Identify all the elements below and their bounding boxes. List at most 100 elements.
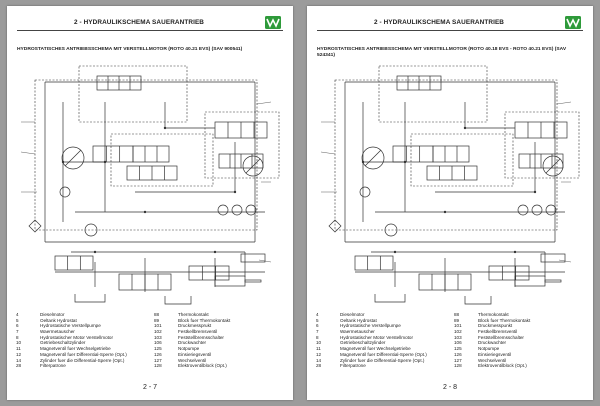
legend-text: Dieselmotor xyxy=(340,312,365,317)
piston-rod xyxy=(544,279,562,283)
junction-dot xyxy=(403,160,407,164)
legend-text: Wechselventil xyxy=(178,357,207,363)
pump-arrow xyxy=(245,158,261,174)
hydraulic-schematic xyxy=(20,65,280,305)
pump-symbol xyxy=(61,146,85,170)
junction-dot xyxy=(143,210,147,214)
gauge-symbol xyxy=(245,204,257,216)
legend-item: 14 Zylinder fuer die Differential-Sperre … xyxy=(316,358,427,364)
gauge-symbol xyxy=(231,204,243,216)
legend-number: 103 xyxy=(154,334,162,340)
callout-leader xyxy=(256,101,272,105)
legend-number: 6 xyxy=(16,323,19,329)
page-header-title: 2 - HYDRAULIKSCHEMA SAUERANTRIEB xyxy=(73,19,205,26)
legend-number: 4 xyxy=(16,312,19,317)
legend-text: Filterpatrone xyxy=(340,363,366,369)
legend-item: 11 Magnetventil fuer Wechselgetriebe xyxy=(316,346,427,352)
legend-text: Filterpatrone xyxy=(40,363,66,369)
legend-number: 106 xyxy=(154,340,162,346)
page-header: 2 - HYDRAULIKSCHEMA SAUERANTRIEB xyxy=(17,16,283,32)
legend-number: 6 xyxy=(316,323,319,329)
legend-number: 10 xyxy=(316,340,322,346)
dashed-enclosure xyxy=(378,65,488,123)
legend-number: 101 xyxy=(454,323,462,329)
valve-block xyxy=(432,145,470,163)
tank-symbol xyxy=(464,296,492,305)
pump-symbol xyxy=(359,186,371,198)
pump-symbol xyxy=(59,186,71,198)
pump-arrow xyxy=(64,149,82,167)
valve-block xyxy=(188,265,230,281)
legend-number: 5 xyxy=(16,317,19,323)
legend-text: Getriebeschaltzylinder xyxy=(40,340,86,346)
dashed-enclosure xyxy=(78,65,188,123)
legend-text: Hydrostatischer Motor Verstellmotor xyxy=(340,334,414,340)
junction-dot xyxy=(463,126,467,130)
legend-text: Magnetventil fuer Differential-Sperre (O… xyxy=(340,351,427,357)
manual-page-right: 2 - HYDRAULIKSCHEMA SAUERANTRIEB HYDROST… xyxy=(307,6,593,400)
legend-text: Feststellbremsschalter xyxy=(178,334,224,340)
junction-dot xyxy=(533,190,537,194)
callout-leader xyxy=(558,259,572,263)
legend-text: Magnetventil fuer Wechselgetriebe xyxy=(340,346,411,352)
legend-text: Druckwachter xyxy=(478,340,507,346)
legend-text: Waermetauscher xyxy=(340,329,375,335)
junction-dot xyxy=(163,126,167,130)
junction-dot xyxy=(361,160,365,164)
legend-item: 106 Druckwachter xyxy=(154,340,230,346)
callout-leader xyxy=(20,151,36,155)
valve-block xyxy=(354,255,394,271)
callout-leader xyxy=(556,101,572,105)
legend-text: Druckmesspunkt xyxy=(478,323,513,329)
junction-dot xyxy=(393,250,397,254)
legend-text: Festkellbremsventil xyxy=(478,329,518,335)
callout-leader xyxy=(258,259,272,263)
tank-symbol xyxy=(74,294,106,303)
legend-number: 126 xyxy=(454,351,462,357)
legend-number: 12 xyxy=(16,351,22,357)
legend-number: 89 xyxy=(454,317,460,323)
legend-text: Zylinder fuer die Differential-Sperre (O… xyxy=(340,357,425,363)
legend-text: Hydrostatischer Motor Verstellmotor xyxy=(40,334,114,340)
page-header-title: 2 - HYDRAULIKSCHEMA SAUERANTRIEB xyxy=(373,19,505,26)
legend-number: 128 xyxy=(454,363,462,369)
junction-dot xyxy=(61,160,65,164)
manual-page-left: 2 - HYDRAULIKSCHEMA SAUERANTRIEB HYDROST… xyxy=(7,6,293,400)
legend-number: 14 xyxy=(316,357,322,363)
valve-block xyxy=(392,145,434,163)
dashed-enclosure xyxy=(204,111,280,179)
gauge-symbol xyxy=(517,204,529,216)
legend-number: 8 xyxy=(16,334,19,340)
gauge-symbol xyxy=(217,204,229,216)
legend-number: 89 xyxy=(154,317,160,323)
legend-text: Notpumpe xyxy=(178,346,200,352)
pump-arrow xyxy=(364,149,382,167)
pump-symbol xyxy=(542,155,564,177)
legend-number: 11 xyxy=(316,346,321,352)
dashed-enclosure xyxy=(504,111,580,179)
tank-symbol xyxy=(164,296,192,305)
valve-block xyxy=(54,255,94,271)
legend-text: Zylinder fuer die Differential-Sperre (O… xyxy=(40,357,125,363)
legend-text: Druckwachter xyxy=(178,340,207,346)
junction-dot xyxy=(513,250,517,254)
filter-symbol xyxy=(28,219,42,233)
